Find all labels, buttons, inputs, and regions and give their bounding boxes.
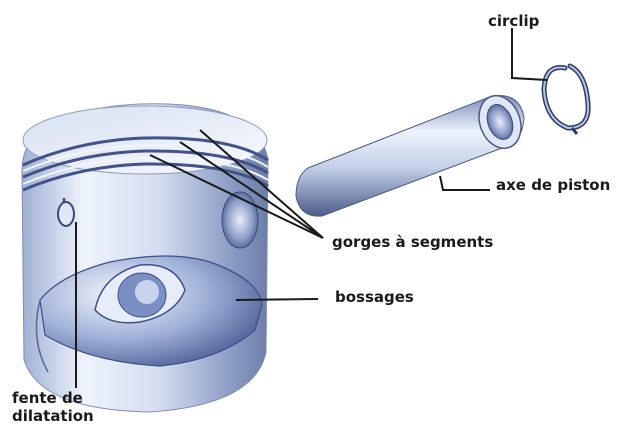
piston-pin: [296, 90, 528, 216]
leader-circlip: [512, 28, 547, 80]
leader-axe-de-piston: [440, 176, 490, 190]
leader-bossages: [236, 299, 318, 300]
label-bossages: bossages: [335, 289, 414, 306]
piston-body: [22, 104, 268, 412]
label-axe-de-piston: axe de piston: [496, 177, 610, 194]
label-fente-de-dilatation: fente de dilatation: [12, 389, 94, 425]
label-gorges-a-segments: gorges à segments: [332, 234, 493, 251]
label-circlip: circlip: [488, 13, 539, 30]
label-fente-line2: dilatation: [12, 407, 94, 425]
label-fente-line1: fente de: [12, 389, 94, 407]
circlip: [544, 66, 588, 134]
